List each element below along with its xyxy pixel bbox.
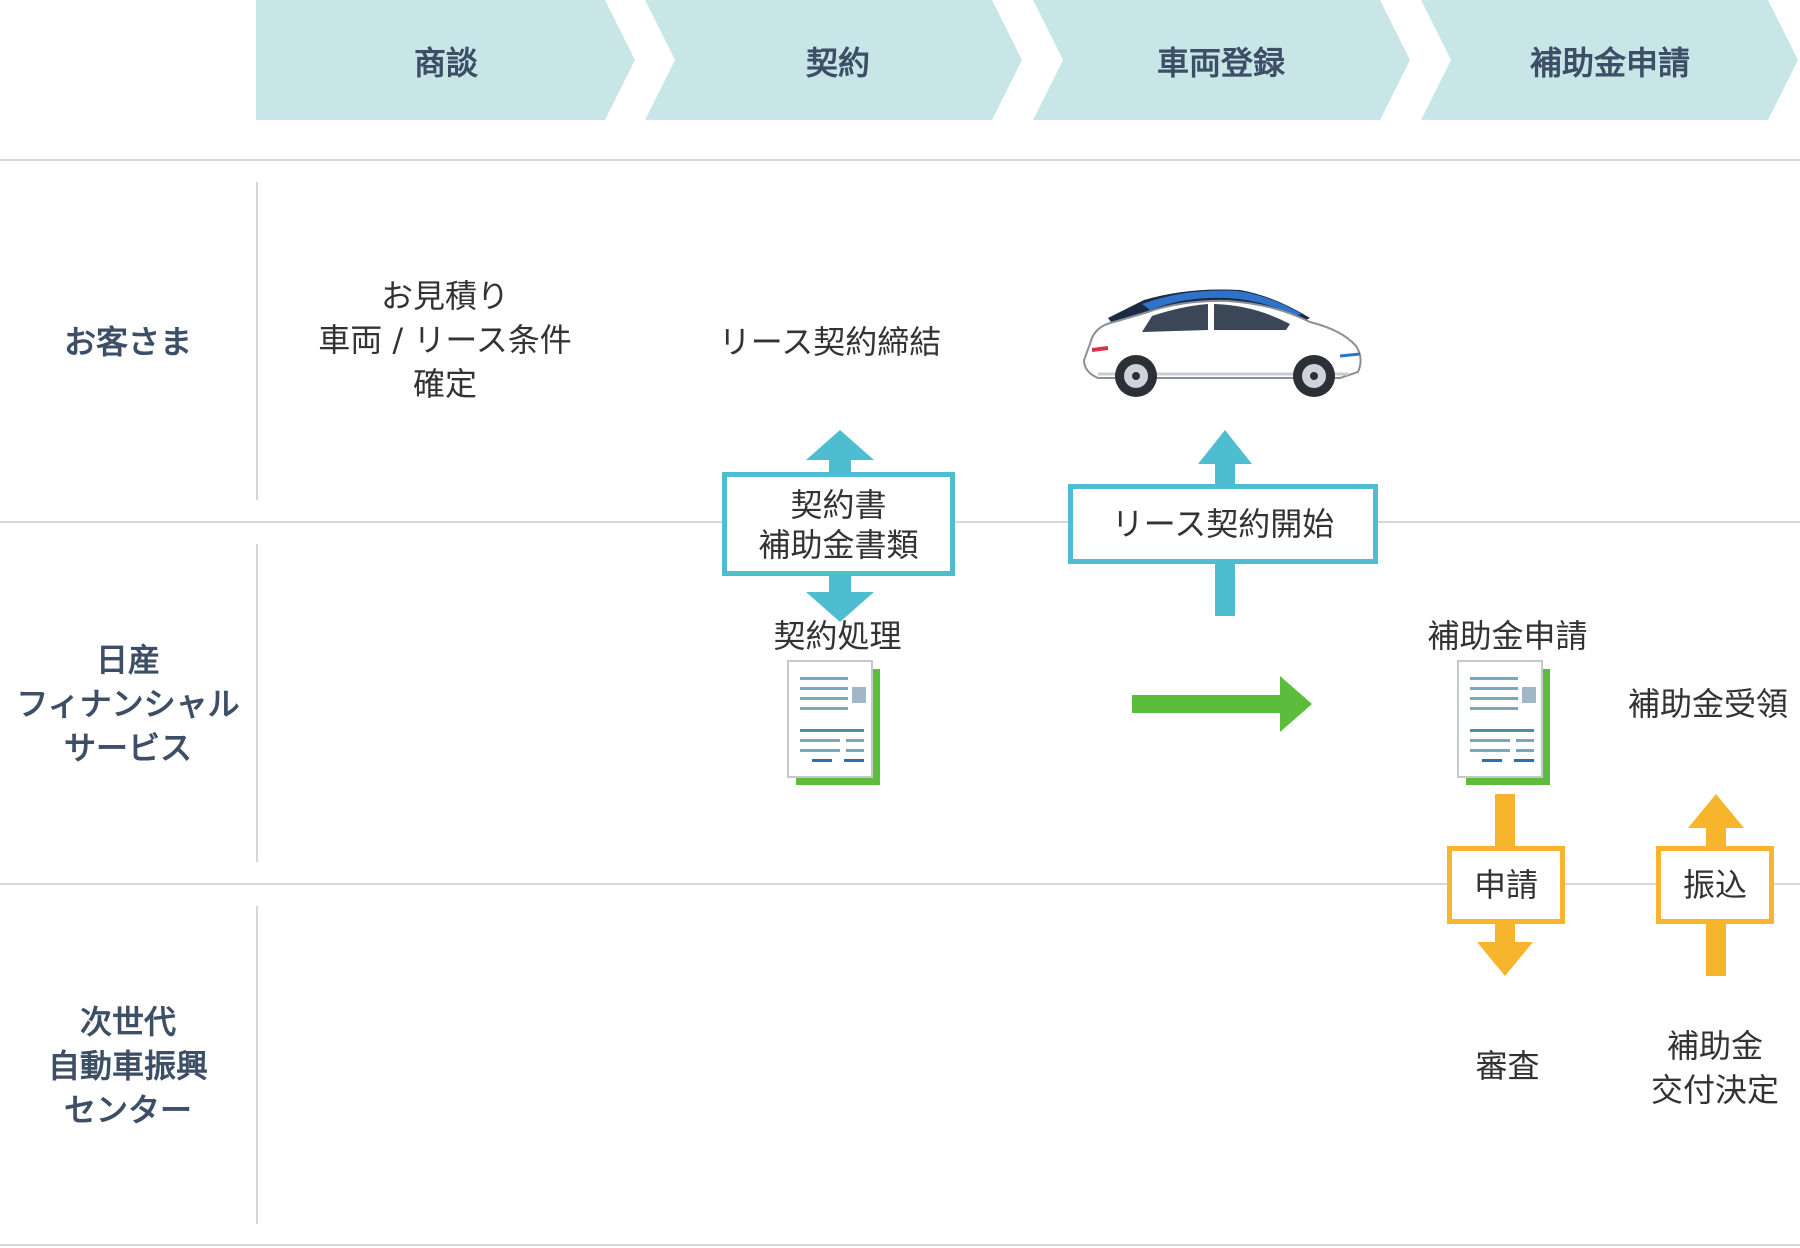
subsidy-receipt-text: 補助金受領 [1628, 685, 1789, 723]
document-icon [787, 660, 880, 785]
step-label-subsidy-application: 補助金申請 [1529, 44, 1690, 82]
document-icon-2 [1457, 660, 1550, 785]
step-chevron-4 [1421, 0, 1798, 120]
lane-separator-nfs [256, 544, 258, 862]
transfer-box: 振込 [1656, 846, 1774, 924]
grant-decision-text: 補助金 交付決定 [1650, 1027, 1779, 1109]
lease-start-box: リース契約開始 [1068, 484, 1378, 564]
car-icon [1082, 289, 1362, 397]
review-text: 審査 [1475, 1047, 1540, 1085]
contract-docs-box: 契約書 補助金書類 [722, 472, 955, 576]
lane-separator-center [256, 906, 258, 1224]
estimate-text: お見積り 車両 / リース条件 確定 [318, 277, 572, 403]
lease-contract-text: リース契約締結 [718, 323, 942, 361]
contract-processing-text: 契約処理 [773, 617, 902, 655]
lane-label-customer: お客さま [63, 323, 192, 361]
lane-divider-top [0, 159, 1800, 161]
step-label-vehicle-registration: 車両登録 [1156, 44, 1285, 82]
lane-separator-customer [256, 182, 258, 500]
apply-box: 申請 [1447, 846, 1565, 924]
step-chevron-1 [256, 0, 635, 120]
lane-label-nissan-financial-services: 日産 フィナンシャル サービス [16, 641, 240, 767]
lane-divider-2 [0, 883, 1800, 885]
step-label-contract: 契約 [805, 44, 870, 82]
process-flow-arrow [1132, 676, 1312, 732]
step-label-negotiation: 商談 [413, 44, 478, 82]
step-chevron-3 [1033, 0, 1410, 120]
process-steps-header [256, 0, 1798, 120]
lane-divider-bottom [0, 1244, 1800, 1246]
step-chevron-2 [645, 0, 1022, 120]
subsidy-application-text: 補助金申請 [1427, 617, 1588, 655]
lane-label-next-gen-vehicle-center: 次世代 自動車振興 センター [47, 1003, 208, 1129]
